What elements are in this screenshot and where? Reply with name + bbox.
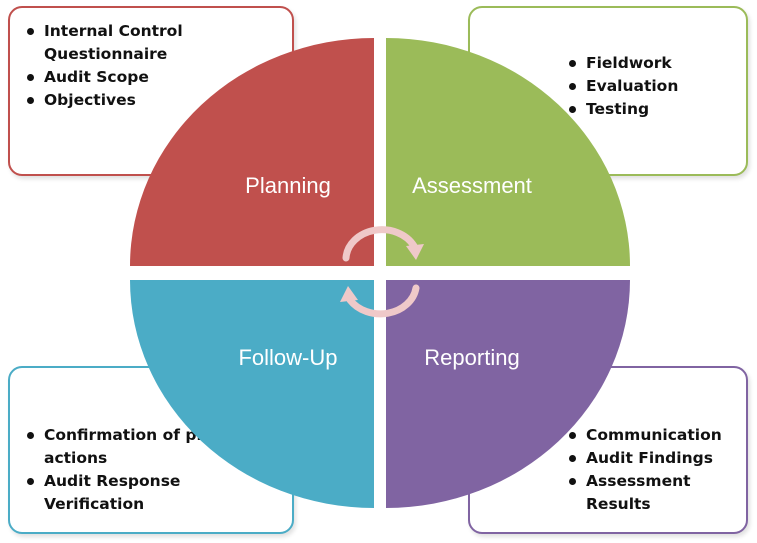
planning-label: Planning [245, 173, 331, 198]
list-item: Assessment Results [566, 470, 746, 516]
arrow-bottom-head-icon [340, 286, 358, 302]
list-item: Audit Findings [566, 447, 746, 470]
arrow-top-head-icon [406, 244, 424, 260]
arrow-bottom-icon [346, 284, 420, 318]
list-item: Internal Control Questionnaire [24, 20, 274, 66]
arrow-top-icon [342, 226, 418, 262]
list-item: Audit Response Verification [24, 470, 274, 516]
planning-quadrant [130, 38, 374, 266]
list-item: Objectives [24, 89, 274, 112]
assessment-details-list: Fieldwork Evaluation Testing [566, 52, 736, 121]
assessment-label: Assessment [412, 173, 532, 198]
list-item: Audit Scope [24, 66, 274, 89]
list-item: Fieldwork [566, 52, 736, 75]
planning-details-list: Internal Control Questionnaire Audit Sco… [24, 20, 274, 112]
list-item: Testing [566, 98, 736, 121]
list-item: Communication [566, 424, 746, 447]
reporting-label: Reporting [424, 345, 519, 370]
reporting-quadrant [386, 280, 630, 508]
reporting-details-list: Communication Audit Findings Assessment … [566, 424, 746, 516]
followup-quadrant [130, 280, 374, 508]
followup-label: Follow-Up [238, 345, 337, 370]
cycle-arrows-icon [340, 226, 424, 318]
assessment-quadrant [386, 38, 630, 266]
list-item: Evaluation [566, 75, 736, 98]
